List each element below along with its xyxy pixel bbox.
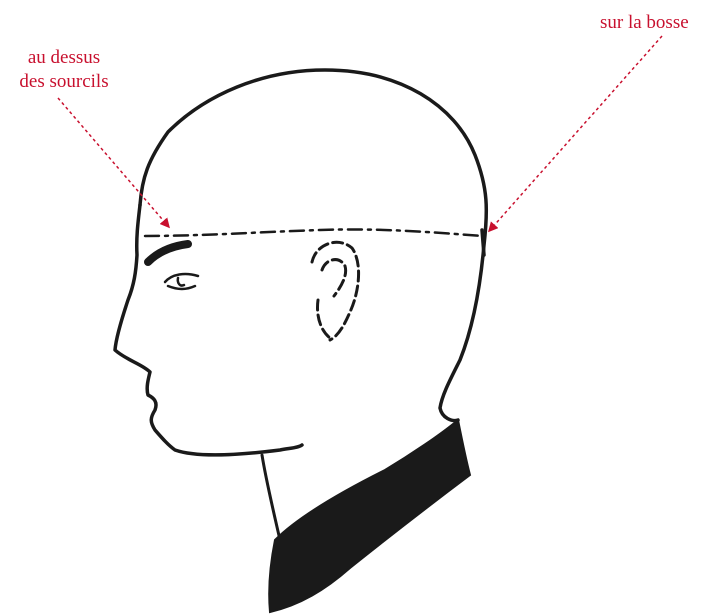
neck-line [262,455,280,540]
measurement-line [145,229,482,236]
face-profile [115,205,302,455]
arrow-on-bump [490,36,662,230]
jacket-collar [269,420,470,612]
eyebrow [148,244,188,262]
ear [312,242,359,340]
back-of-head-mark [482,230,484,255]
eye [165,274,198,289]
head-outline [140,70,486,421]
